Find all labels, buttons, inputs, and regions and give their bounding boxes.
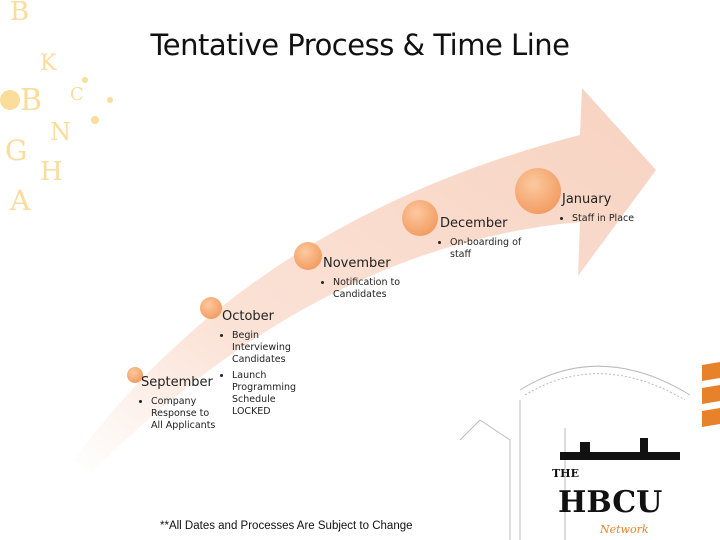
step-october: October Begin Interviewing CandidatesLau… bbox=[222, 309, 302, 422]
step-september: September Company Response to All Applic… bbox=[141, 375, 221, 436]
step-item: Staff in Place bbox=[572, 213, 652, 225]
month-label: December bbox=[440, 216, 508, 231]
step-item: Notification to Candidates bbox=[333, 277, 423, 301]
month-label: November bbox=[323, 256, 391, 271]
dot-january bbox=[515, 168, 561, 214]
svg-text:G: G bbox=[5, 134, 27, 167]
logo-network: Network bbox=[599, 523, 649, 536]
dot-december bbox=[402, 200, 438, 236]
logo-the: THE bbox=[552, 467, 579, 480]
svg-text:N: N bbox=[50, 118, 71, 146]
svg-text:K: K bbox=[40, 51, 57, 76]
building-sketch bbox=[459, 365, 691, 540]
letter-decoration: BK BN GH AC bbox=[0, 0, 113, 217]
svg-text:H: H bbox=[40, 157, 63, 187]
step-item: Company Response to All Applicants bbox=[151, 396, 221, 432]
orange-stripes bbox=[702, 362, 720, 427]
hbcu-network-logo: THE HBCU Network bbox=[552, 438, 680, 536]
step-item: On-boarding of staff bbox=[450, 237, 535, 261]
month-label: January bbox=[562, 192, 612, 207]
slide-title: Tentative Process & Time Line bbox=[150, 28, 571, 62]
dot-november bbox=[294, 242, 322, 270]
month-label: October bbox=[222, 309, 275, 324]
svg-text:C: C bbox=[70, 84, 84, 105]
svg-text:A: A bbox=[9, 184, 31, 217]
step-item: Begin Interviewing Candidates bbox=[232, 330, 302, 366]
dot-september bbox=[127, 367, 143, 383]
step-item: Launch Programming Schedule LOCKED bbox=[232, 370, 302, 418]
step-december: December On-boarding of staff bbox=[440, 216, 535, 265]
step-january: January Staff in Place bbox=[562, 192, 652, 229]
svg-text:B: B bbox=[10, 0, 29, 27]
svg-text:B: B bbox=[20, 83, 42, 118]
footer-note: **All Dates and Processes Are Subject to… bbox=[160, 520, 413, 532]
milestone-dots bbox=[127, 168, 561, 383]
timeline-arrow bbox=[72, 88, 656, 472]
logo-hbcu: HBCU bbox=[558, 485, 662, 520]
step-november: November Notification to Candidates bbox=[323, 256, 423, 305]
dot-october bbox=[200, 297, 222, 319]
month-label: September bbox=[141, 375, 213, 390]
